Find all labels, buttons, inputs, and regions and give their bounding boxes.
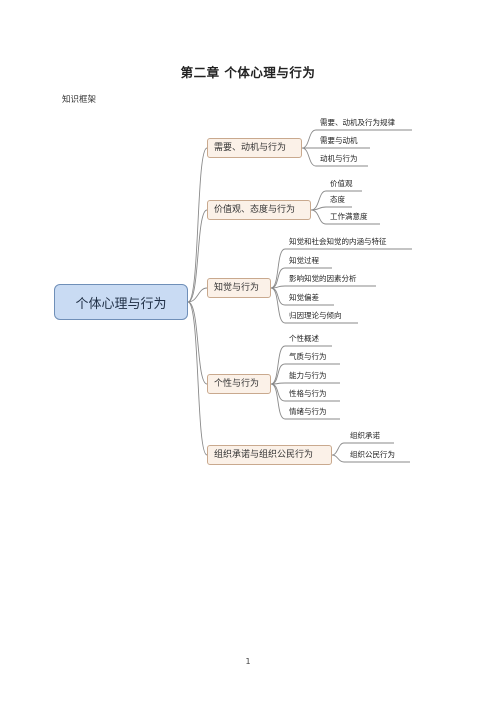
leaf-attribution-theory[interactable]: 归因理论与倾向	[289, 311, 342, 320]
connector-b3-l5	[270, 287, 358, 324]
leaf-ability[interactable]: 能力与行为	[289, 371, 327, 380]
connector-b4-l5	[270, 383, 340, 420]
leaf-perception-bias[interactable]: 知觉偏差	[289, 293, 319, 302]
branch-personality[interactable]: 个性与行为	[207, 374, 271, 394]
page-title: 第二章 个体心理与行为	[180, 65, 316, 80]
leaf-needs-motivation-rules[interactable]: 需要、动机及行为规律	[320, 118, 395, 127]
connector-b4-l1	[270, 345, 332, 385]
leaf-emotion[interactable]: 情绪与行为	[289, 407, 327, 416]
page-number: 1	[245, 657, 251, 666]
root-node[interactable]: 个体心理与行为	[54, 284, 188, 320]
branch-perception[interactable]: 知觉与行为	[207, 278, 271, 298]
connector-b4-l3	[270, 382, 340, 385]
connector-b3-l3	[270, 285, 376, 289]
connector-root-branch-5	[187, 301, 208, 456]
branch-commitment[interactable]: 组织承诺与组织公民行为	[207, 445, 332, 465]
connector-root-branch-1	[187, 147, 208, 303]
branch-needs-motivation[interactable]: 需要、动机与行为	[207, 138, 302, 158]
leaf-attitude[interactable]: 态度	[330, 195, 345, 204]
leaf-personality-overview[interactable]: 个性概述	[289, 334, 319, 343]
connector-b5-l2	[331, 454, 410, 463]
connector-b3-l2	[270, 267, 332, 289]
leaf-needs-and-motivation[interactable]: 需要与动机	[320, 136, 358, 145]
leaf-temperament[interactable]: 气质与行为	[289, 352, 327, 361]
connector-root-branch-3	[187, 287, 208, 303]
leaf-perception-connotation[interactable]: 知觉和社会知觉的内涵与特征	[289, 237, 387, 246]
leaf-citizenship-behavior[interactable]: 组织公民行为	[350, 450, 395, 459]
leaf-perception-factors[interactable]: 影响知觉的因素分析	[289, 274, 357, 283]
leaf-values[interactable]: 价值观	[330, 179, 353, 188]
leaf-character[interactable]: 性格与行为	[289, 389, 327, 398]
connector-b2-l3	[310, 209, 380, 225]
connector-b4-l2	[270, 363, 340, 385]
leaf-perception-process[interactable]: 知觉过程	[289, 256, 319, 265]
leaf-organizational-commitment[interactable]: 组织承诺	[350, 431, 380, 440]
connector-root-branch-4	[187, 301, 208, 385]
connector-b5-l1	[331, 442, 394, 456]
connector-root-branch-2	[187, 209, 208, 303]
branch-values-attitude[interactable]: 价值观、态度与行为	[207, 200, 311, 220]
connector-b2-l1	[310, 190, 362, 211]
connector-b2-l2	[310, 206, 352, 211]
connector-b3-l1	[270, 248, 412, 289]
leaf-job-satisfaction[interactable]: 工作满意度	[330, 212, 368, 221]
connector-b1-l3	[301, 147, 368, 167]
leaf-motivation-and-behavior[interactable]: 动机与行为	[320, 154, 358, 163]
connector-b1-l1	[301, 129, 412, 149]
section-label: 知识框架	[62, 95, 97, 105]
